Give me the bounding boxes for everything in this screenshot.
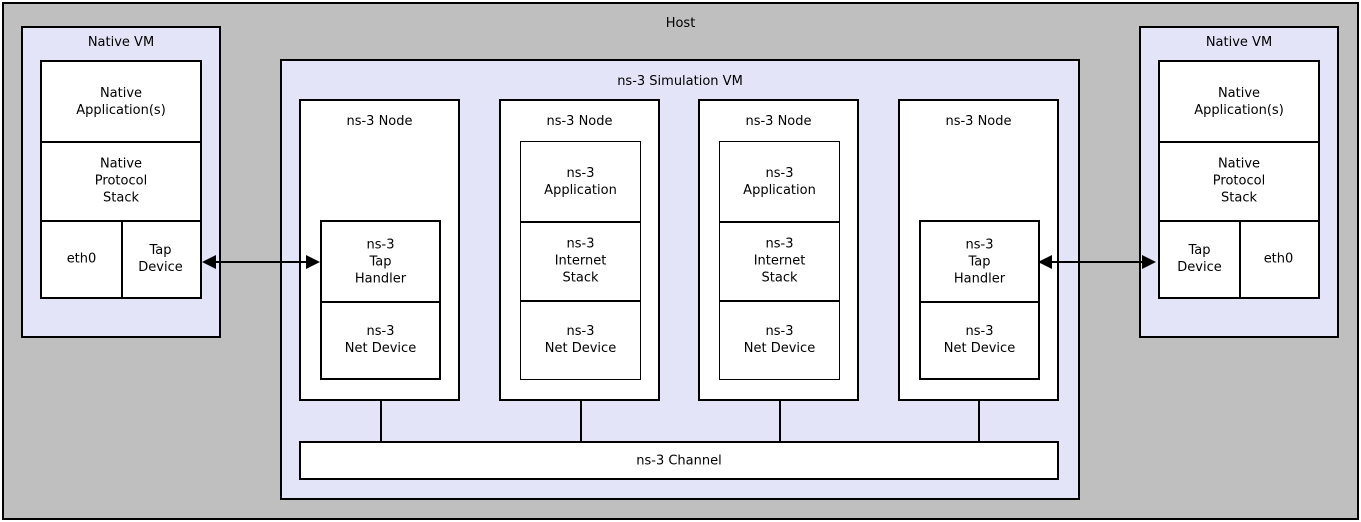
ns3-simulation-vm-title: ns-3 Simulation VM (617, 74, 743, 89)
left-native-application-cell: Native Application(s) (42, 62, 200, 141)
ns3-node-4-divider-1 (921, 301, 1038, 303)
right-tap-device-label: Tap Device (1177, 242, 1222, 275)
ns3-node-4-net-device-label: ns-3 Net Device (943, 323, 1016, 356)
left-native-application-label: Native Application(s) (76, 85, 166, 118)
left-native-protocol-stack-cell: Native Protocol Stack (42, 141, 200, 220)
ns3-node-4-channel-connector (978, 401, 980, 441)
ns3-node-2-channel-connector (580, 401, 582, 441)
left-eth0-label: eth0 (66, 251, 97, 266)
ns3-node-4-title: ns-3 Node (945, 114, 1012, 129)
ns3-node-2-stack: ns-3 Application ns-3 Internet Stack ns-… (520, 141, 641, 380)
right-arrow-head-left-icon (1038, 255, 1052, 269)
ns3-node-3-net-device-cell: ns-3 Net Device (720, 300, 839, 379)
left-divider-1 (42, 141, 200, 143)
ns3-node-3-divider-1 (720, 221, 839, 223)
right-eth0-cell: eth0 (1239, 220, 1318, 297)
ns3-node-3-channel-connector (779, 401, 781, 441)
ns3-node-4-tap-handler-cell: ns-3 Tap Handler (921, 222, 1038, 301)
ns3-node-1-stack: ns-3 Tap Handler ns-3 Net Device (320, 220, 441, 380)
right-native-application-cell: Native Application(s) (1160, 62, 1318, 141)
ns3-node-3-divider-2 (720, 300, 839, 302)
left-arrow-head-left-icon (202, 255, 216, 269)
ns3-node-2-title: ns-3 Node (546, 114, 613, 129)
host-title: Host (665, 16, 696, 31)
left-native-vm-title: Native VM (87, 35, 155, 50)
ns3-node-3-internet-stack-label: ns-3 Internet Stack (753, 236, 806, 285)
right-divider-3 (1239, 220, 1241, 297)
ns3-node-3-application-label: ns-3 Application (743, 165, 816, 198)
ns3-node-2-net-device-cell: ns-3 Net Device (521, 300, 640, 379)
ns3-node-1-net-device-label: ns-3 Net Device (344, 323, 417, 356)
ns3-node-4-stack: ns-3 Tap Handler ns-3 Net Device (919, 220, 1040, 380)
left-divider-3 (121, 220, 123, 297)
ns3-node-3-net-device-label: ns-3 Net Device (743, 323, 816, 356)
right-arrow-line (1042, 261, 1152, 263)
right-native-vm-stack: Native Application(s) Native Protocol St… (1158, 60, 1320, 299)
left-eth0-cell: eth0 (42, 220, 121, 297)
right-arrow-head-right-icon (1142, 255, 1156, 269)
ns3-node-1-tap-handler-label: ns-3 Tap Handler (354, 237, 407, 286)
ns3-node-2-application-cell: ns-3 Application (521, 142, 640, 221)
right-divider-1 (1160, 141, 1318, 143)
left-tap-device-label: Tap Device (138, 242, 183, 275)
ns3-node-2-divider-2 (521, 300, 640, 302)
right-native-application-label: Native Application(s) (1194, 85, 1284, 118)
left-native-vm-stack: Native Application(s) Native Protocol St… (40, 60, 202, 299)
left-arrow-head-right-icon (306, 255, 320, 269)
ns3-channel: ns-3 Channel (299, 441, 1059, 480)
ns3-node-2-internet-stack-cell: ns-3 Internet Stack (521, 221, 640, 300)
left-tap-device-cell: Tap Device (121, 220, 200, 297)
ns3-node-1-divider-1 (322, 301, 439, 303)
ns3-node-1-tap-handler-cell: ns-3 Tap Handler (322, 222, 439, 301)
right-native-protocol-stack-cell: Native Protocol Stack (1160, 141, 1318, 220)
ns3-node-2-net-device-label: ns-3 Net Device (544, 323, 617, 356)
right-native-vm-title: Native VM (1205, 35, 1273, 50)
ns3-node-1-net-device-cell: ns-3 Net Device (322, 301, 439, 378)
ns3-node-3-stack: ns-3 Application ns-3 Internet Stack ns-… (719, 141, 840, 380)
ns3-node-1-channel-connector (380, 401, 382, 441)
right-native-protocol-stack-label: Native Protocol Stack (1212, 156, 1266, 205)
ns3-channel-label: ns-3 Channel (636, 453, 722, 468)
left-arrow-line (206, 261, 316, 263)
ns3-node-4-net-device-cell: ns-3 Net Device (921, 301, 1038, 378)
left-native-protocol-stack-label: Native Protocol Stack (94, 156, 148, 205)
ns3-node-3-title: ns-3 Node (745, 114, 812, 129)
right-tap-device-cell: Tap Device (1160, 220, 1239, 297)
right-eth0-label: eth0 (1263, 251, 1294, 266)
ns3-node-3-internet-stack-cell: ns-3 Internet Stack (720, 221, 839, 300)
ns3-node-1-title: ns-3 Node (346, 114, 413, 129)
ns3-node-2-divider-1 (521, 221, 640, 223)
ns3-node-2-application-label: ns-3 Application (544, 165, 617, 198)
ns3-node-2-internet-stack-label: ns-3 Internet Stack (554, 236, 607, 285)
ns3-node-3-application-cell: ns-3 Application (720, 142, 839, 221)
ns3-node-4-tap-handler-label: ns-3 Tap Handler (953, 237, 1006, 286)
